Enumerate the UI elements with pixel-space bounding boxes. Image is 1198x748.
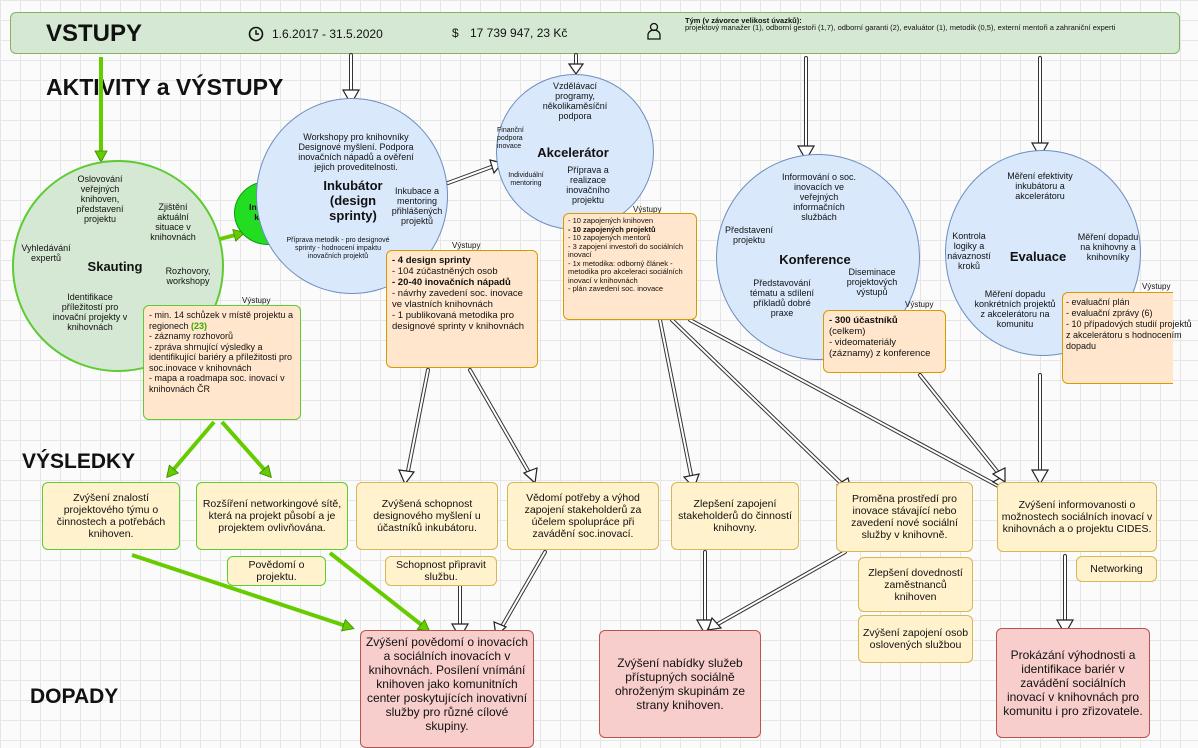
result-awareness-project: Povědomí o projektu. — [227, 556, 326, 586]
inkubator-outputs: - 4 design sprinty - 104 zúčastněných os… — [386, 250, 538, 368]
arrow-skauting-infoden — [219, 228, 246, 242]
skauting-item-5: Identifikace příležitostí pro inovační p… — [52, 292, 128, 332]
skauting-item-4: Rozhovory, workshopy — [165, 266, 211, 286]
akcelerator-outputs: - 10 zapojených knihoven - 10 zapojených… — [563, 213, 697, 320]
skauting-item-2: Zjištění aktuální situace v knihovnách — [150, 202, 196, 242]
arrow-network-awareness — [328, 551, 431, 632]
inkubator-top: Workshopy pro knihovníky Designové myšle… — [298, 132, 414, 172]
result-staff-skills: Zlepšení dovedností zaměstnanců knihoven — [858, 557, 973, 612]
person-icon — [647, 22, 661, 40]
impact-services: Zvýšení nabídky služeb přístupných sociá… — [599, 630, 761, 738]
impact-awareness: Zvýšení povědomí o inovacích a sociálníc… — [360, 630, 534, 748]
section-results: VÝSLEDKY — [22, 450, 136, 473]
clock-icon — [248, 26, 264, 42]
skauting-outputs-label: Výstupy — [242, 296, 271, 305]
inkubator-outputs-label: Výstupy — [452, 241, 481, 250]
konference-item-2: Představení projektu — [724, 225, 774, 245]
konference-title: Konference — [779, 252, 851, 267]
skauting-title: Skauting — [87, 259, 143, 274]
akcelerator-outputs-label: Výstupy — [633, 205, 662, 214]
result-design-thinking: Zvýšená schopnost designového myšlení u … — [356, 482, 498, 550]
team-text: projektový manažer (1), odborní gestoři … — [685, 23, 1116, 32]
inputs-bar — [10, 12, 1180, 54]
impact-benefits: Prokázání výhodnosti a identifikace bari… — [996, 628, 1150, 738]
inkubator-right: Inkubace a mentoring přihlášených projek… — [391, 186, 443, 226]
result-networking: Networking — [1076, 556, 1157, 582]
skauting-outputs: - min. 14 schůzek v místě projektu a reg… — [143, 305, 301, 420]
inkubator-title: Inkubátor (design sprinty) — [323, 178, 383, 223]
result-environment-change: Proměna prostředí pro inovace stávající … — [836, 482, 973, 552]
akcelerator-left2: Individuální mentoring — [508, 172, 544, 187]
dollar-icon: $ — [452, 26, 459, 40]
result-prepare-service: Schopnost připravit službu. — [385, 556, 497, 586]
akcelerator-right: Příprava a realizace inovačního projektu — [566, 165, 610, 205]
result-stakeholder-awareness: Vědomí potřeby a výhod zapojení stakehol… — [507, 482, 659, 550]
inkubator-bottom: Příprava metodik - pro designové sprinty… — [286, 237, 390, 260]
inputs-title: VSTUPY — [46, 20, 143, 47]
akcelerator-title: Akcelerátor — [537, 145, 609, 160]
result-stakeholder-engagement: Zlepšení zapojení stakeholderů do činnos… — [671, 482, 799, 550]
konference-item-3: Diseminace projektových výstupů — [846, 267, 898, 297]
arrow-outputs-knowledge — [166, 420, 216, 479]
evaluace-title: Evaluace — [1009, 249, 1067, 264]
result-user-engagement: Zvýšení zapojení osob oslovených službou — [858, 615, 973, 663]
konference-outputs: - 300 účastníků (celkem) - videomateriál… — [823, 310, 946, 373]
akcelerator-circle — [496, 74, 654, 230]
arrow-outputs-network — [220, 420, 272, 479]
result-network: Rozšíření networkingové sítě, která na p… — [196, 482, 348, 550]
budget: 17 739 947, 23 Kč — [470, 26, 568, 40]
result-informedness: Zvýšení informovanosti o možnostech soci… — [997, 482, 1157, 552]
evaluace-outputs-label: Výstupy — [1142, 282, 1171, 291]
team-title: Tým (v závorce velikost úvazků): — [685, 16, 802, 25]
konference-item-4: Představování tématu a sdílení příkladů … — [749, 278, 815, 318]
konference-outputs-label: Výstupy — [905, 300, 934, 309]
arrow-knowledge-awareness — [131, 553, 355, 632]
section-activities: AKTIVITY a VÝSTUPY — [46, 74, 284, 100]
evaluace-item-1: Měření efektivity inkubátoru a akcelerát… — [1007, 171, 1073, 201]
akcelerator-top: Vzdělávací programy, několikaměsíční pod… — [542, 81, 608, 121]
evaluace-outputs: - evaluační plán - evaluační zprávy (6) … — [1062, 292, 1192, 384]
evaluace-item-2: Kontrola logiky a návazností kroků — [947, 231, 991, 271]
konference-item-1: Informování o soc. inovacích ve veřejnýc… — [781, 172, 857, 222]
evaluace-item-4: Měření dopadu konkrétních projektů z akc… — [974, 289, 1056, 329]
evaluace-item-3: Měření dopadu na knihovny a knihovníky — [1077, 232, 1139, 262]
skauting-item-3: Vyhledávání expertů — [21, 243, 71, 263]
skauting-item-1: Oslovování veřejných knihoven, představe… — [76, 174, 124, 224]
result-knowledge: Zvýšení znalostí projektového týmu o čin… — [42, 482, 180, 550]
date-range: 1.6.2017 - 31.5.2020 — [272, 27, 383, 41]
akcelerator-left1: Finanční podpora inovace — [497, 127, 524, 150]
section-impacts: DOPADY — [30, 685, 119, 708]
